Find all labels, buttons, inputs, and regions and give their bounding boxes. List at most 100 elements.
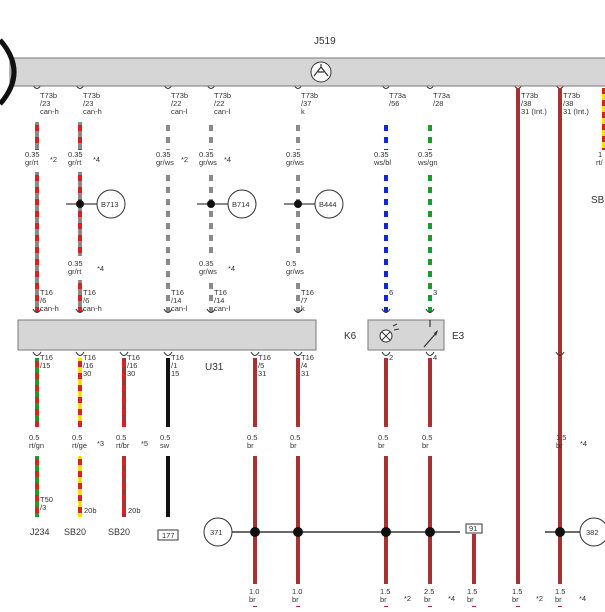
connector-label: T16	[83, 353, 96, 362]
wire-color-label: br	[292, 595, 299, 604]
connector-label: /37	[301, 99, 311, 108]
connector-label: 31	[258, 369, 266, 378]
footnote-label: *3	[97, 439, 104, 448]
connector-label: T16	[40, 353, 53, 362]
wire-color-label: br	[247, 441, 254, 450]
connector-label: /23	[83, 99, 93, 108]
wire-color-label: br	[424, 595, 431, 604]
connector-icon	[293, 308, 303, 313]
label-backdrop	[424, 584, 442, 606]
wire-gauge-label: 0.35	[156, 150, 171, 159]
connector-label: /14	[214, 296, 224, 305]
footnote-label: *4	[228, 264, 235, 273]
connector-icon	[32, 351, 42, 356]
connector-icon	[425, 351, 435, 356]
ground-icon	[310, 61, 332, 83]
connector-label: T73b	[214, 91, 231, 100]
wire-gauge-label: 0.5	[286, 259, 296, 268]
connector-label: k	[301, 304, 305, 313]
connector-icon	[163, 351, 173, 356]
wire-color-label: sw	[160, 441, 170, 450]
connector-label: /56	[389, 99, 399, 108]
connector-label: can-h	[83, 107, 102, 116]
connector-label: k	[301, 107, 305, 116]
connector-label: T16	[171, 288, 184, 297]
footnote-label: *2	[50, 155, 57, 164]
wire-color-label: gr/ws	[156, 158, 174, 167]
connector-label: /5	[258, 361, 264, 370]
connector-label: T73b	[563, 91, 580, 100]
connector-label: can-h	[40, 304, 59, 313]
connector-label: /14	[171, 296, 181, 305]
footnote-label: *4	[579, 594, 586, 603]
splice-label: B714	[232, 200, 250, 209]
j519-label: J519	[314, 36, 336, 47]
u31-module-bar	[17, 319, 317, 351]
splice-circle	[314, 189, 344, 219]
connector-label: /38	[563, 99, 573, 108]
footnote-label: *4	[224, 155, 231, 164]
ref-box	[157, 529, 179, 541]
connector-icon	[206, 308, 216, 313]
splice-circle	[227, 189, 257, 219]
footnote-label: *4	[580, 439, 587, 448]
wire-gauge-label: 0.35	[68, 259, 83, 268]
connector-label: 6	[389, 288, 393, 297]
wire-color-label: br	[378, 441, 385, 450]
ground-point-circle	[579, 517, 605, 547]
wire-gauge-label: 1.5	[467, 587, 477, 596]
wire-color-label: ws/gn	[417, 158, 438, 167]
connector-label: /23	[40, 99, 50, 108]
wire-gauge-label: 0.5	[116, 433, 126, 442]
fuse-label: SB20	[64, 527, 86, 537]
connector-icon	[75, 351, 85, 356]
ground-point-label: 382	[586, 528, 599, 537]
connector-label: 4	[433, 353, 437, 362]
connector-label: T16	[83, 288, 96, 297]
label-backdrop	[249, 584, 267, 606]
wire-gauge-label: 1.5	[556, 433, 566, 442]
wire-color-label: br	[380, 595, 387, 604]
fuse-label: SB	[591, 195, 605, 206]
component-label: J234	[30, 527, 50, 537]
connector-label: /15	[40, 361, 50, 370]
wire-gauge-label: 0.5	[29, 433, 39, 442]
wire-gauge-label: 0.5	[290, 433, 300, 442]
connector-label: T16	[127, 353, 140, 362]
connector-icon	[119, 351, 129, 356]
wire-gauge-label: 0.35	[374, 150, 389, 159]
label-backdrop	[292, 584, 310, 606]
footnote-label: *5	[141, 439, 148, 448]
connector-label: /16	[83, 361, 93, 370]
wire-color-label: br	[512, 595, 519, 604]
wire-color-label: br	[422, 441, 429, 450]
connector-label: /6	[40, 296, 46, 305]
wire-color-label: gr/rt	[25, 158, 39, 167]
connector-label: /1	[171, 361, 177, 370]
connector-label: T73b	[171, 91, 188, 100]
wire-color-label: rt/br	[116, 441, 130, 450]
wire-gauge-label: 0.35	[199, 150, 214, 159]
connector-label: /22	[214, 99, 224, 108]
connector-label: 31 (Int.)	[563, 107, 589, 116]
wire-gauge-label: 0.5	[72, 433, 82, 442]
wire-color-label: rt/	[596, 158, 604, 167]
footnote-label: *2	[181, 155, 188, 164]
connector-label: T73b	[83, 91, 100, 100]
connector-label: 3	[433, 288, 437, 297]
connector-icon	[555, 351, 565, 356]
wire-gauge-label: 0.35	[418, 150, 433, 159]
wire-gauge-label: 1.5	[555, 587, 565, 596]
connector-label: /16	[127, 361, 137, 370]
connector-label: T50	[40, 495, 53, 504]
wire-gauge-label: 1.5	[512, 587, 522, 596]
connector-icon	[75, 308, 85, 313]
terminal-label: 20b	[84, 506, 97, 515]
connector-label: /38	[521, 99, 531, 108]
wire-gauge-label: 0.5	[422, 433, 432, 442]
footnote-label: *4	[448, 594, 455, 603]
connector-icon	[381, 351, 391, 356]
wire-gauge-label: 1.5	[380, 587, 390, 596]
wire-gauge-label: 0.35	[286, 150, 301, 159]
splice-circle	[96, 189, 126, 219]
